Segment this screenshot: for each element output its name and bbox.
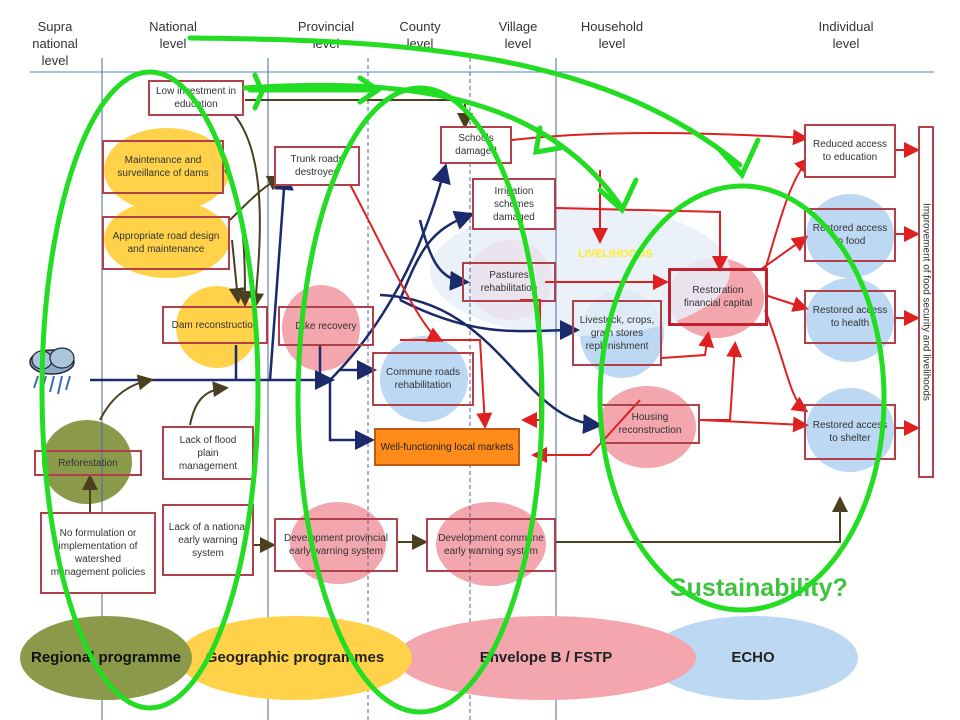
no-watershed-box: No formulation or implementation of wate…	[40, 512, 156, 594]
dev-commune-box: Development commune early warning system	[426, 518, 556, 572]
commune-roads-box: Commune roads rehabilitation	[372, 352, 474, 406]
road-design-box: Appropriate road design and maintenance	[102, 216, 230, 270]
housing-box: Housing reconstruction	[600, 404, 700, 444]
livelihoods-label: LIVELIHOODS	[578, 248, 653, 260]
dam-reconstruction-box: Dam reconstruction	[162, 306, 268, 344]
level-individual: Individual level	[818, 19, 874, 51]
schools-damaged-box: Schools damaged	[440, 126, 512, 164]
lack-warning-box: Lack of a national early warning system	[162, 504, 254, 576]
pastures-box: Pastures rehabilitation	[462, 262, 556, 302]
envelope-ellipse: Envelope B / FSTP	[396, 616, 696, 700]
low-investment-box: Low investment in education	[148, 80, 244, 116]
restored-food-box: Restored access to food	[804, 208, 896, 262]
geographic-ellipse: Geographic programmes	[178, 616, 412, 700]
lack-flood-box: Lack of flood plain management	[162, 426, 254, 480]
livestock-box: Livestock, crops, grain stores replenish…	[572, 300, 662, 366]
improvement-label: Improvement of food security and livelih…	[920, 203, 932, 401]
sustainability-question: Sustainability?	[670, 574, 848, 602]
improvement-box: Improvement of food security and livelih…	[918, 126, 934, 478]
trunk-roads-box: Trunk roads destroyed	[274, 146, 360, 186]
level-national: National level	[149, 19, 197, 51]
restored-shelter-box: Restored access to shelter	[804, 404, 896, 460]
dev-provincial-box: Development provincial early warning sys…	[274, 518, 398, 572]
level-supra: Supra national level	[32, 19, 78, 68]
local-markets-box: Well-functioning local markets	[374, 428, 520, 466]
reforestation-box: Reforestation	[34, 450, 142, 476]
restoration-capital-box: Restoration financial capital	[668, 268, 768, 326]
regional-ellipse: Regional programme	[20, 616, 192, 700]
reduced-education-box: Reduced access to education	[804, 124, 896, 178]
maintenance-dams-box: Maintenance and surveillance of dams	[102, 140, 224, 194]
dike-recovery-box: Dike recovery	[278, 306, 374, 346]
irrigation-box: Irrigation schemes damaged	[472, 178, 556, 230]
restored-health-box: Restored access to health	[804, 290, 896, 344]
